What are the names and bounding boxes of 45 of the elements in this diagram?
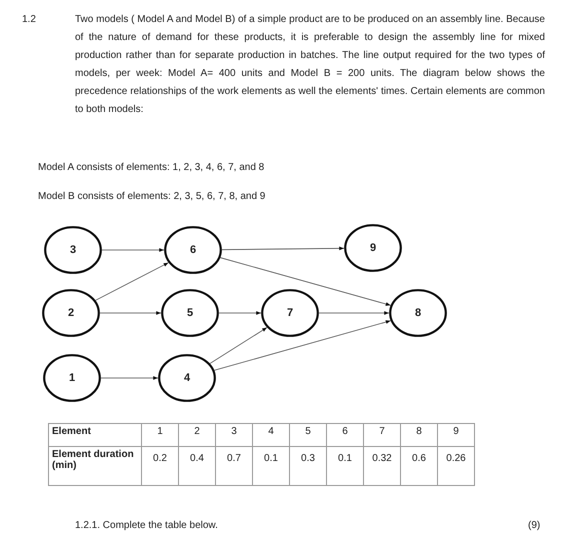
- table-cell: 4: [252, 424, 290, 446]
- arrow: [210, 327, 268, 364]
- arrow: [100, 376, 158, 380]
- model-description: Model B consists of elements: 2, 3, 5, 6, 7, 8, and 9: [38, 190, 266, 204]
- header-cell: Element: [48, 424, 142, 446]
- table-cell: 8: [400, 424, 438, 446]
- question-text: Two models ( Model A and Model B) of a simple product are to be produced on an assembly line. Because of the nature of demand for these products, it is preferable to design the assembly line for mixed production rather than for separate production in batches. The line output required for the two types of models, per week: Model A= 400 units and Model B = 200 units. The diagram below shows the precedence relationships of the work elements as well the elements' times. Certain elements are common to both models:: [75, 13, 545, 117]
- arrow: [95, 262, 169, 301]
- table-cell: 0.6: [400, 446, 438, 486]
- arrow: [318, 311, 390, 315]
- element-number: 2: [68, 307, 74, 319]
- table-cell: 6: [326, 424, 364, 446]
- table-cell: 0.7: [216, 446, 252, 486]
- table-cell: 9: [438, 424, 474, 446]
- header-cell: Element duration (min): [48, 446, 142, 486]
- arrow: [220, 257, 391, 306]
- table-cell: 3: [216, 424, 252, 446]
- element-number: 1: [68, 372, 76, 384]
- marks-text: (9): [528, 519, 540, 533]
- arrow: [218, 311, 262, 315]
- arrow: [214, 320, 391, 371]
- arrow: [102, 248, 164, 252]
- table-cell: 0.1: [252, 446, 290, 486]
- element-number: 7: [286, 307, 294, 319]
- arrow: [100, 311, 162, 315]
- table-cell: 7: [364, 424, 400, 446]
- table-cell: 5: [290, 424, 326, 446]
- table-cell: 0.2: [142, 446, 178, 486]
- element-number: 6: [190, 244, 196, 256]
- element-number: 3: [70, 244, 76, 256]
- table-cell: 0.32: [364, 446, 400, 486]
- arrow: [222, 246, 344, 250]
- table-cell: 0.1: [326, 446, 364, 486]
- table-cell: 0.26: [438, 446, 474, 486]
- question-number: 1.2: [22, 13, 36, 27]
- table-cell: 2: [178, 424, 216, 446]
- table-cell: 0.3: [290, 446, 326, 486]
- model-description: Model A consists of elements: 1, 2, 3, 4, 6, 7, and 8: [38, 161, 264, 175]
- element-number: 4: [184, 372, 190, 384]
- table-cell: 1: [142, 424, 178, 446]
- element-number: 9: [370, 242, 376, 254]
- table-cell: 0.4: [178, 446, 216, 486]
- element-number: 5: [186, 307, 194, 319]
- element-number: 8: [414, 307, 422, 319]
- instruction-text: 1.2.1. Complete the table below.: [75, 519, 218, 533]
